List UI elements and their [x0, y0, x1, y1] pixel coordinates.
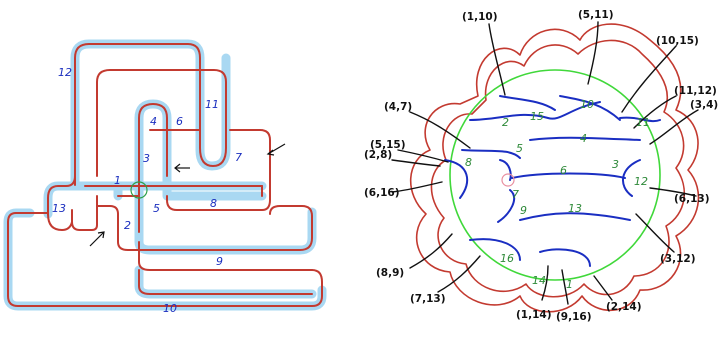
blue-chords: [444, 95, 661, 267]
crossing-marker: [130, 181, 148, 199]
left-arc-label-12: 12: [58, 66, 72, 79]
left-arc-label-9: 9: [216, 255, 223, 268]
region-label-2: 2: [502, 116, 509, 129]
green-boundary-circle: [449, 69, 661, 281]
region-label-5: 5: [516, 142, 523, 155]
pair-label-3-12: (3,12): [660, 253, 696, 265]
pair-label-4-7: (4,7): [384, 101, 412, 113]
region-label-4: 4: [580, 132, 587, 145]
left-arc-label-11: 11: [205, 98, 219, 111]
left-arc-label-2: 2: [124, 219, 131, 232]
pair-label-1-14: (1,14): [516, 309, 552, 321]
pair-label-9-16: (9,16): [556, 311, 592, 323]
left-arc-label-6: 6: [176, 115, 183, 128]
region-label-14: 14: [532, 274, 546, 287]
left-arc-label-1: 1: [114, 174, 121, 187]
pair-label-5-11: (5,11): [578, 9, 614, 21]
pair-label-2-8: (2,8): [364, 149, 392, 161]
right-chord-diagram: 1 2 3 4 5 6 7 8 9 10 11 12 13 14 15 16 (…: [364, 9, 718, 323]
region-label-12: 12: [634, 175, 648, 188]
blue-highlight-band: [3, 39, 327, 311]
pair-label-7-13: (7,13): [410, 293, 446, 305]
left-arc-label-4: 4: [150, 115, 157, 128]
region-label-9: 9: [520, 204, 527, 217]
left-arc-label-8: 8: [210, 197, 217, 210]
left-arc-label-3: 3: [143, 152, 150, 165]
pair-label-6-13: (6,13): [674, 193, 710, 205]
region-label-16: 16: [500, 252, 514, 265]
region-label-15: 15: [530, 110, 544, 123]
red-knot-curve: [7, 43, 323, 307]
crossing-marker-pink: [501, 173, 515, 187]
region-label-7: 7: [512, 188, 519, 201]
left-arc-label-7: 7: [235, 151, 242, 164]
region-label-6: 6: [560, 164, 567, 177]
outer-red-loops: [409, 23, 700, 313]
region-label-8: 8: [465, 156, 472, 169]
pair-label-6-16: (6,16): [364, 187, 400, 199]
region-label-10: 10: [580, 98, 594, 111]
region-label-3: 3: [612, 158, 619, 171]
arrow-upper-right: [266, 143, 286, 156]
left-arc-label-13: 13: [52, 202, 66, 215]
pair-label-10-15: (10,15): [656, 35, 699, 47]
pair-label-2-14: (2,14): [606, 301, 642, 313]
pair-label-1-10: (1,10): [462, 11, 498, 23]
region-label-13: 13: [568, 202, 582, 215]
arrow-lower-left: [89, 231, 105, 247]
region-label-1: 1: [566, 278, 573, 291]
pair-label-3-4: (3,4): [690, 99, 718, 111]
pair-label-8-9: (8,9): [376, 267, 404, 279]
pair-label-11-12: (11,12): [674, 85, 717, 97]
left-arc-label-10: 10: [163, 302, 177, 315]
region-label-11: 11: [636, 116, 650, 129]
pair-label-5-15: (5,15): [370, 139, 406, 151]
pair-leader-lines: [391, 21, 699, 305]
arrow-left-pointing: [174, 163, 190, 173]
left-arc-label-5: 5: [153, 202, 160, 215]
left-knot-diagram: 1 2 3 4 5 6 7 8 9 10 11 12 13: [3, 39, 327, 315]
